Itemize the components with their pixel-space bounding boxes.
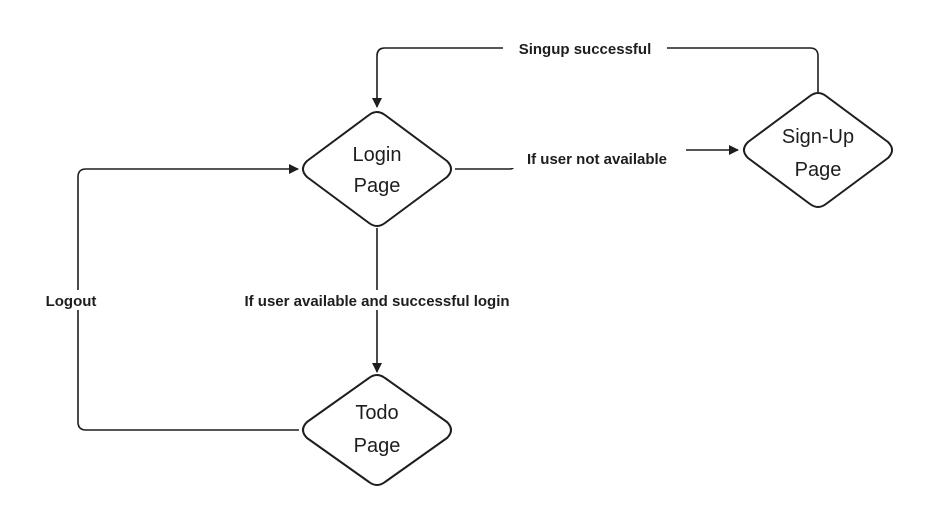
login-page-diamond	[302, 111, 452, 227]
node-login-page[interactable]: Login Page	[302, 111, 452, 227]
edge-label-user-not-available: If user not available	[527, 151, 667, 168]
edge-label-background	[510, 148, 686, 168]
todo-page-diamond	[302, 374, 452, 486]
edge-label-background	[214, 290, 540, 310]
edge-login-to-todo: If user available and successful login	[214, 228, 540, 373]
todo-page-label-line2: Page	[354, 435, 401, 457]
node-signup-page[interactable]: Sign-Up Page	[743, 92, 893, 208]
todo-page-label-line1: Todo	[355, 402, 398, 424]
edge-label-background	[503, 38, 667, 58]
edge-label-signup-successful: Singup successful	[519, 41, 652, 58]
signup-page-label-line2: Page	[795, 159, 842, 181]
login-page-label-line2: Page	[354, 175, 401, 197]
signup-page-label-line1: Sign-Up	[782, 126, 854, 148]
signup-page-diamond	[743, 92, 893, 208]
edge-todo-to-login: Logout	[38, 164, 299, 431]
edge-signup-to-login: Singup successful	[372, 38, 819, 108]
login-page-label-line1: Login	[353, 144, 402, 166]
edge-login-to-signup: If user not available	[455, 145, 739, 170]
edge-label-background	[38, 290, 118, 310]
edge-label-user-available-login: If user available and successful login	[244, 293, 509, 310]
node-todo-page[interactable]: Todo Page	[302, 374, 452, 486]
edge-label-logout: Logout	[46, 293, 97, 310]
